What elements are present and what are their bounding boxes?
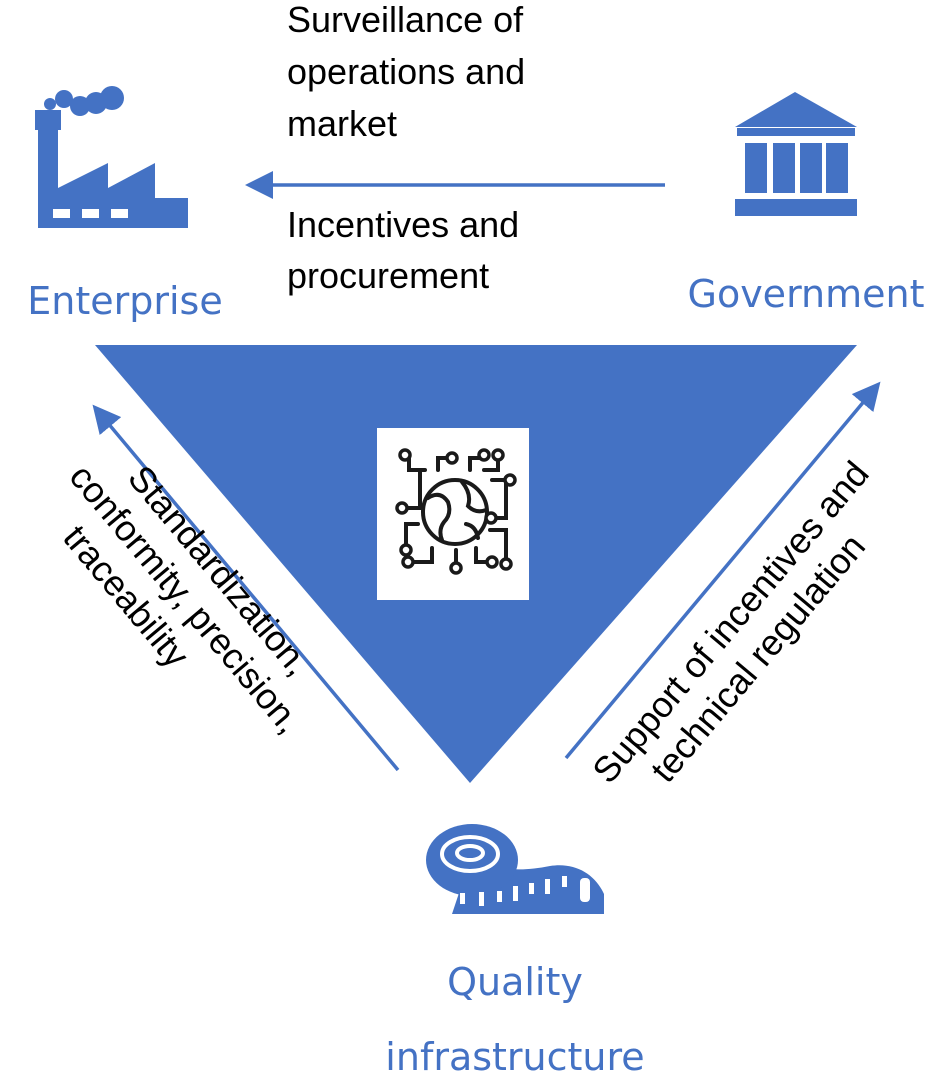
measuring-tape-icon [426,824,604,914]
arrow-quality-to-government [564,381,881,760]
arrow-quality-to-enterprise [92,404,400,772]
government-label: Government [688,272,925,316]
factory-icon [35,86,188,228]
flow-top-above-line1: Surveillance of [287,0,524,40]
flow-top-above-line2: operations and [287,51,525,92]
enterprise-label: Enterprise [27,279,222,323]
flow-top-above-line3: market [287,103,397,144]
government-building-icon [735,92,857,216]
quality-label-line2: infrastructure [385,1035,644,1079]
flow-top-below-line2: procurement [287,255,489,296]
digital-globe-icon [377,428,529,600]
quality-label-line1: Quality [447,960,583,1004]
flow-top-below-line1: Incentives and [287,204,519,245]
